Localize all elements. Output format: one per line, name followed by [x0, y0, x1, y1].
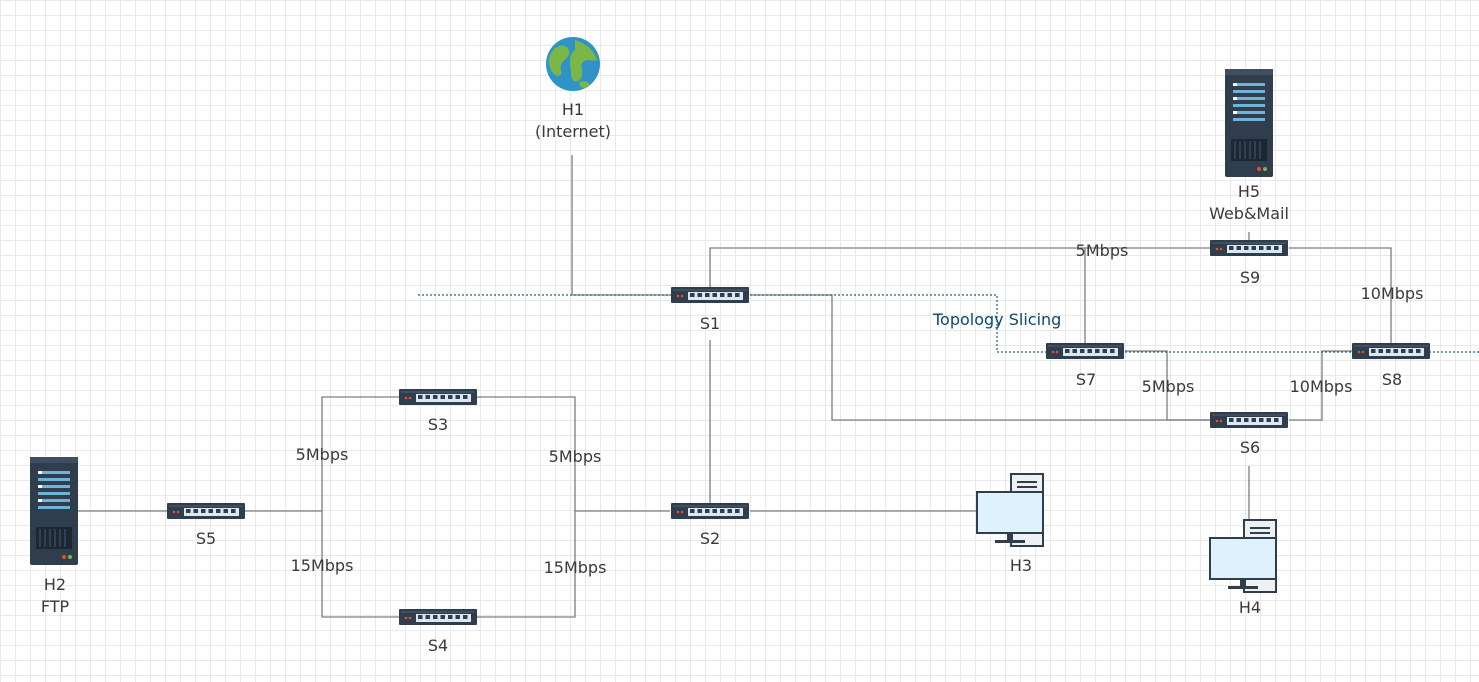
- node-name: H5: [1237, 182, 1261, 201]
- node-label-s9: S9: [1239, 268, 1261, 287]
- link-bandwidth-label: 15Mbps: [543, 558, 607, 577]
- switch-icon: [167, 503, 245, 519]
- link-s9-s8: [1289, 247, 1392, 343]
- link-bandwidth-label: 10Mbps: [1289, 377, 1353, 396]
- switch-icon: [1210, 240, 1288, 256]
- link-bandwidth-label: 5Mbps: [295, 445, 349, 464]
- node-subtitle: Web&Mail: [1209, 204, 1289, 223]
- node-label-s1: S1: [699, 314, 721, 333]
- link-s5-s4: [321, 511, 399, 618]
- node-label-h5: H5 Web&Mail: [1209, 181, 1289, 225]
- link-s5-s3: [245, 396, 399, 512]
- node-label-s3: S3: [427, 415, 449, 434]
- node-label-s2: S2: [699, 529, 721, 548]
- node-name: H1: [561, 100, 585, 119]
- server-icon: [29, 456, 79, 566]
- globe-icon: [546, 37, 600, 91]
- node-name: H2: [43, 575, 67, 594]
- link-s6-s8: [1289, 350, 1352, 421]
- node-label-s8: S8: [1381, 370, 1403, 389]
- link-h1-s1: [571, 155, 670, 296]
- server-icon: [1224, 68, 1274, 178]
- node-label-s5: S5: [195, 529, 217, 548]
- link-s1-s9: [709, 247, 1210, 287]
- link-bandwidth-label: 15Mbps: [290, 556, 354, 575]
- switch-icon: [399, 609, 477, 625]
- switch-icon: [1046, 343, 1124, 359]
- node-label-h4: H4: [1238, 598, 1262, 617]
- desktop-computer-icon: [976, 473, 1044, 547]
- topology-slicing-label: Topology Slicing: [933, 310, 1062, 329]
- switch-icon: [1210, 412, 1288, 428]
- node-label-s7: S7: [1075, 370, 1097, 389]
- switch-icon: [399, 389, 477, 405]
- node-label-h2: H2 FTP: [41, 574, 69, 618]
- node-subtitle: FTP: [40, 597, 70, 616]
- link-s4-s2: [477, 511, 576, 618]
- switch-icon: [671, 287, 749, 303]
- link-bandwidth-label: 5Mbps: [548, 447, 602, 466]
- node-label-s6: S6: [1239, 438, 1261, 457]
- link-bandwidth-label: 5Mbps: [1075, 241, 1129, 260]
- link-bandwidth-label: 10Mbps: [1360, 284, 1424, 303]
- desktop-computer-icon: [1209, 519, 1277, 593]
- link-s7-s6: [1125, 350, 1210, 421]
- link-s3-s2: [477, 396, 670, 512]
- node-label-h1: H1 (Internet): [535, 99, 611, 143]
- node-label-h3: H3: [1009, 556, 1033, 575]
- switch-icon: [1352, 343, 1430, 359]
- switch-icon: [671, 503, 749, 519]
- node-label-s4: S4: [427, 636, 449, 655]
- link-bandwidth-label: 5Mbps: [1141, 377, 1195, 396]
- node-subtitle: (Internet): [534, 122, 612, 141]
